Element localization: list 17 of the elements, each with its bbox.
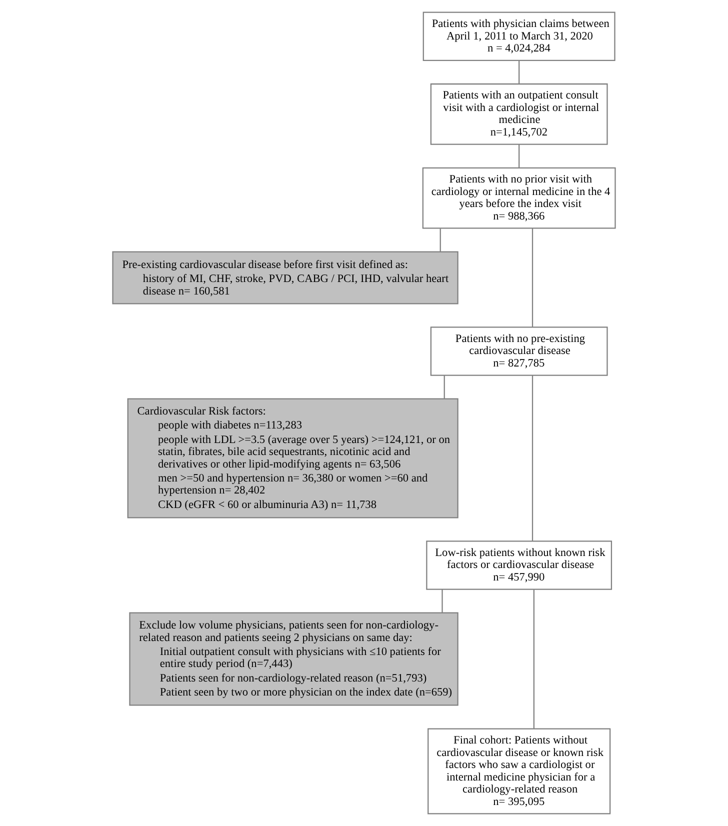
node-box: Cardiovascular Risk factors: people with diabetes n=113,283 people with LDL >=3.5 (average over 5 years) >=124,121, or on statin, fibrates, bile acid sequestrants, nicotinic acid and derivatives or other lipid-modifying agents n= 63,506 men >=50 and hypertension n= 36,380 or women >=60 and hypertension n= 28,402 CKD (eGFR < 60 or albuminuria A3) n= 11,738: [127, 398, 458, 518]
connector: [532, 228, 534, 328]
connector: [442, 589, 443, 613]
connector: [532, 375, 534, 542]
connector: [518, 144, 520, 168]
node-box: Patients with physician claims between April 1, 2011 to March 31, 2020 n = 4,024,284: [422, 12, 616, 61]
node-box: Exclude low volume physicians, patients seen for non-cardiology-related reason and patients seeing 2 physicians on same day: Initial outpatient consult with physicians with ≤10 patients for entire study period (n=7,443) Patients seen for non-cardiology-related reason (n=51,793) Patient seen by two or more physician on the index date (n=659): [129, 612, 458, 706]
connector: [440, 228, 441, 252]
node-box: Patients with an outpatient consult visit with a cardiologist or internal medicine n=1,145,702: [430, 83, 608, 145]
connector: [444, 376, 445, 399]
connector: [518, 60, 520, 84]
node-box: Patients with no pre-existing cardiovascular disease n= 827,785: [430, 326, 608, 376]
node-box: Patients with no prior visit with cardiology or internal medicine in the 4 years before the index visit n= 988,366: [422, 167, 616, 229]
node-box: Final cohort: Patients without cardiovascular disease or known risk factors who saw a cardiologist or internal medicine physician for a cardiology-related reason n= 395,095: [428, 728, 611, 814]
node-box: Low-risk patients without known risk factors or cardiovascular disease n= 457,990: [426, 540, 612, 590]
node-box: Pre-existing cardiovascular disease before first visit defined as: history of MI, CHF, stroke, PVD, CABG / PCI, IHD, valvular heart disease n= 160,581: [112, 251, 458, 304]
connector: [533, 590, 534, 729]
